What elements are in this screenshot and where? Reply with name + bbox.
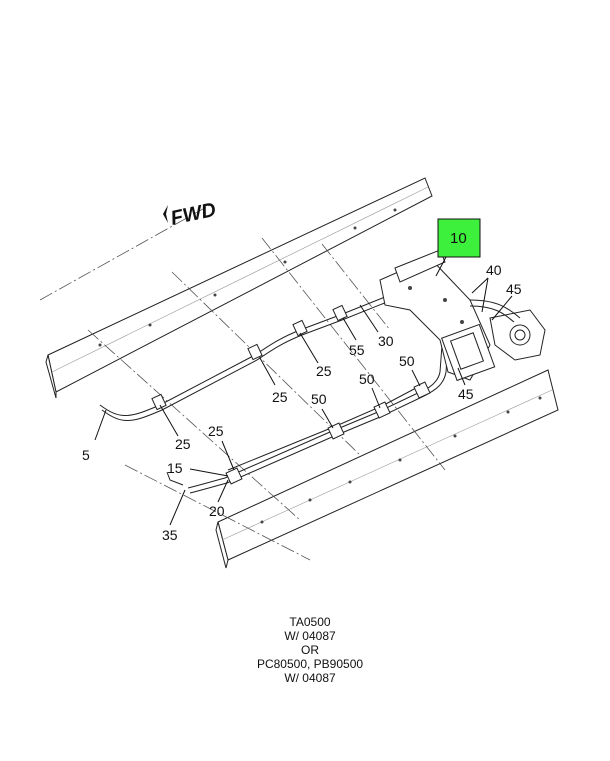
- tube-clips: [151, 304, 431, 485]
- callout-50-a[interactable]: 50: [311, 391, 327, 407]
- upper-frame-rail: [45, 177, 433, 399]
- callout-25-c[interactable]: 25: [316, 363, 332, 379]
- leader-lines: [94, 277, 513, 526]
- callout-25-a[interactable]: 25: [175, 436, 191, 452]
- callout-50-c[interactable]: 50: [399, 353, 415, 369]
- highlight-box: [437, 218, 481, 258]
- callout-40[interactable]: 40: [486, 262, 502, 278]
- note-line-4: PC80500, PB90500: [256, 657, 364, 671]
- note-line-5: W/ 04087: [284, 671, 336, 685]
- callout-15[interactable]: 15: [167, 460, 183, 476]
- highlighted-callout-10[interactable]: 10: [435, 218, 481, 277]
- callout-45-a[interactable]: 45: [506, 281, 522, 297]
- lower-frame-rail: [215, 369, 559, 569]
- callout-labels: 5 25 25 25 55 30 25 15 20 35 50 50 50 40…: [82, 262, 522, 543]
- valve-bracket-assembly: [379, 249, 546, 382]
- callout-30[interactable]: 30: [378, 333, 394, 349]
- callout-45-b[interactable]: 45: [458, 386, 474, 402]
- fwd-label: FWD: [169, 199, 218, 230]
- callout-5[interactable]: 5: [82, 447, 90, 463]
- note-line-2: W/ 04087: [284, 629, 336, 643]
- note-line-3: OR: [301, 643, 319, 657]
- frame-centerlines: [39, 204, 446, 561]
- callout-50-b[interactable]: 50: [359, 371, 375, 387]
- forward-arrow-icon: [163, 205, 168, 223]
- forward-direction-indicator: FWD: [163, 199, 218, 230]
- callout-35[interactable]: 35: [162, 527, 178, 543]
- callout-25-d[interactable]: 25: [208, 423, 224, 439]
- highlight-label: 10: [450, 230, 467, 247]
- callout-55[interactable]: 55: [349, 342, 365, 358]
- note-line-1: TA0500: [289, 615, 331, 629]
- callout-20[interactable]: 20: [209, 503, 225, 519]
- applicability-note: TA0500 W/ 04087 OR PC80500, PB90500 W/ 0…: [250, 615, 370, 685]
- callout-25-b[interactable]: 25: [272, 389, 288, 405]
